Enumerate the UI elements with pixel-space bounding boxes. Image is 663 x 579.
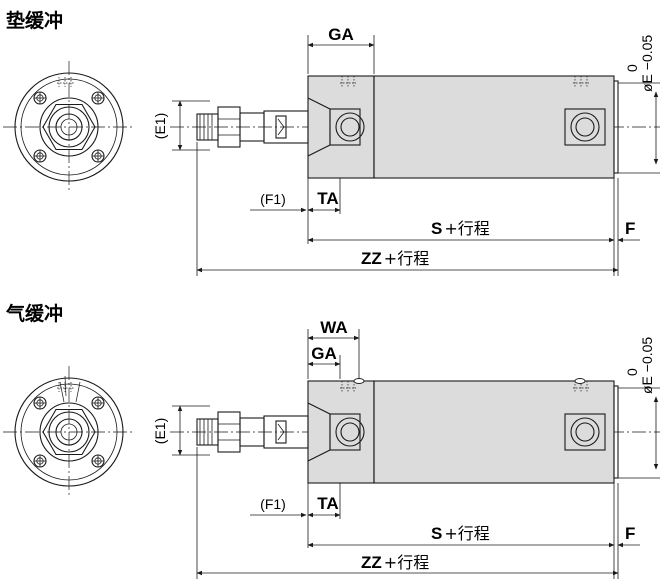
section-title: 气缓冲 [5,302,63,325]
end-view [2,60,136,194]
e1-label: (E1) [152,113,168,139]
side-view [169,75,661,179]
oe-tolerance-upper: 0 [624,368,640,376]
ta-label: TA [317,189,338,208]
wa-label: WA [320,318,347,337]
zz-label: ZZ+行程 [361,249,429,268]
ga-label: GA [311,344,337,363]
section-rubber-bumper: 垫缓冲 GA (E1) 0 øE −0.05 (F1) TA S+行程 F [2,9,661,276]
oe-tolerance-upper: 0 [624,64,640,72]
f1-label: (F1) [260,191,286,207]
ta-label: TA [317,494,338,513]
side-view [169,380,661,484]
f-label: F [625,524,635,543]
f1-label: (F1) [260,496,286,512]
ga-label: GA [328,25,354,44]
f-label: F [625,219,635,238]
cushion-needle-marks [59,375,81,403]
section-title: 垫缓冲 [6,9,63,32]
zz-label: ZZ+行程 [361,553,429,572]
s-label: S+行程 [431,524,490,543]
end-view [2,365,136,499]
s-label: S+行程 [431,219,490,238]
oe-tolerance-label: øE −0.05 [639,337,655,394]
oe-tolerance-label: øE −0.05 [639,35,655,92]
e1-label: (E1) [152,418,168,444]
section-air-cushion: 气缓冲 WA GA (E1) 0 øE −0.0 [2,302,661,579]
cushion-valves [353,378,586,384]
